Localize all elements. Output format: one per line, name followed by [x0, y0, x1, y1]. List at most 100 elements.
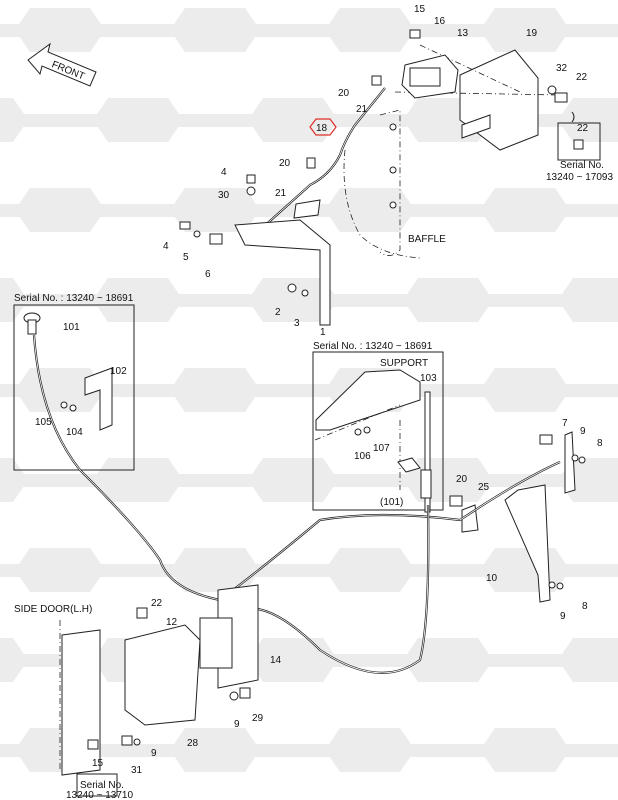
watermark-logo [600, 24, 618, 37]
watermark-logo [368, 638, 528, 682]
callout-6: 6 [205, 269, 211, 280]
watermark-logo [0, 638, 63, 682]
inset-pointer-arrow [571, 111, 575, 123]
watermark-logo [213, 458, 373, 502]
callout-101: (101) [380, 497, 403, 508]
watermark-logo [58, 458, 218, 502]
release-cable-101 [32, 334, 561, 674]
watermark-logo [523, 638, 618, 682]
watermark-logo [0, 8, 140, 52]
callout-9: 9 [560, 611, 566, 622]
watermark-logo [445, 728, 605, 772]
bracket-1 [179, 157, 331, 326]
callout-4: 4 [163, 241, 169, 252]
serial-note-left: Serial No. : 13240 ~ 18691 [14, 293, 134, 304]
inset-box-support [312, 351, 444, 511]
watermark-logo [213, 278, 373, 322]
callout-104: 104 [66, 427, 83, 438]
callout-32: 32 [556, 63, 568, 74]
callout-9: 9 [580, 426, 586, 437]
callout-22: 22 [577, 123, 589, 134]
callout-25: 25 [478, 482, 490, 493]
front-arrow-icon: FRONT [27, 42, 97, 87]
callout-2: 2 [275, 307, 281, 318]
callout-1: 1 [320, 327, 326, 338]
watermark-logo [600, 744, 618, 757]
callout-107: 107 [373, 443, 390, 454]
knob-101 [23, 312, 113, 431]
watermark-logo [523, 278, 618, 322]
callout-9: 9 [151, 748, 157, 759]
watermark-logo [58, 98, 218, 142]
watermark-logo [290, 188, 450, 232]
callout-30: 30 [218, 190, 230, 201]
watermark-logo [368, 278, 528, 322]
callout-22: 22 [576, 72, 588, 83]
side-door-latch [59, 584, 259, 797]
watermark-logo [0, 188, 140, 232]
callout-16: 16 [434, 16, 446, 27]
callout-105: 105 [35, 417, 52, 428]
serial-note-17093-line1: Serial No. [560, 160, 604, 171]
callout-7: 7 [562, 418, 568, 429]
callout-9: 9 [234, 719, 240, 730]
latch-actuator-13 [371, 29, 568, 103]
callout-18: 18 [316, 123, 328, 134]
watermark-logo [0, 548, 140, 592]
side-door-label: SIDE DOOR(L.H) [14, 604, 92, 615]
watermark-logo [0, 278, 63, 322]
watermark-logo [600, 204, 618, 217]
callout-19: 19 [526, 28, 538, 39]
callout-3: 3 [294, 318, 300, 329]
watermark-logo [135, 548, 295, 592]
callout-21: 21 [356, 104, 368, 115]
callout-28: 28 [187, 738, 199, 749]
watermark-logo [135, 188, 295, 232]
watermark-logo [58, 278, 218, 322]
watermark-logo [0, 98, 63, 142]
callout-4: 4 [221, 167, 227, 178]
inset-box-serial-17093 [557, 122, 601, 161]
callout-10: 10 [486, 573, 498, 584]
watermark-logo [290, 548, 450, 592]
callout-103: 103 [420, 373, 437, 384]
callout-15: 15 [414, 4, 426, 15]
callout-12: 12 [166, 617, 178, 628]
serial-note-13710-line2: 13240 ~ 13710 [66, 790, 133, 800]
watermark-logo [135, 8, 295, 52]
callout-13: 13 [457, 28, 469, 39]
baffle-label: BAFFLE [408, 234, 446, 245]
callout-101: 101 [63, 322, 80, 333]
callout-106: 106 [354, 451, 371, 462]
callout-29: 29 [252, 713, 264, 724]
callout-14: 14 [270, 655, 282, 666]
support-label: SUPPORT [380, 358, 428, 369]
callout-8: 8 [582, 601, 588, 612]
callout-21: 21 [275, 188, 287, 199]
watermark-logo [135, 728, 295, 772]
watermark-logo [600, 564, 618, 577]
callout-20: 20 [279, 158, 291, 169]
serial-note-13710-line1: Serial No. [80, 780, 124, 791]
bracket-10 [449, 431, 586, 603]
callout-15: 15 [92, 758, 104, 769]
support-beam [314, 369, 432, 513]
watermark-logo [600, 384, 618, 397]
watermark-logo [0, 458, 63, 502]
callout-20: 20 [338, 88, 350, 99]
watermark-logo [523, 98, 618, 142]
baffle-panel [343, 109, 421, 259]
callout-22: 22 [151, 598, 163, 609]
inset-box-left [13, 304, 135, 471]
watermark-logo [135, 368, 295, 412]
watermark-logo [445, 188, 605, 232]
callout-31: 31 [131, 765, 143, 776]
watermark-logo [445, 8, 605, 52]
watermark-logo [290, 728, 450, 772]
serial-note-support: Serial No. : 13240 ~ 18691 [313, 341, 433, 352]
serial-note-17093-line2: 13240 ~ 17093 [546, 172, 613, 183]
